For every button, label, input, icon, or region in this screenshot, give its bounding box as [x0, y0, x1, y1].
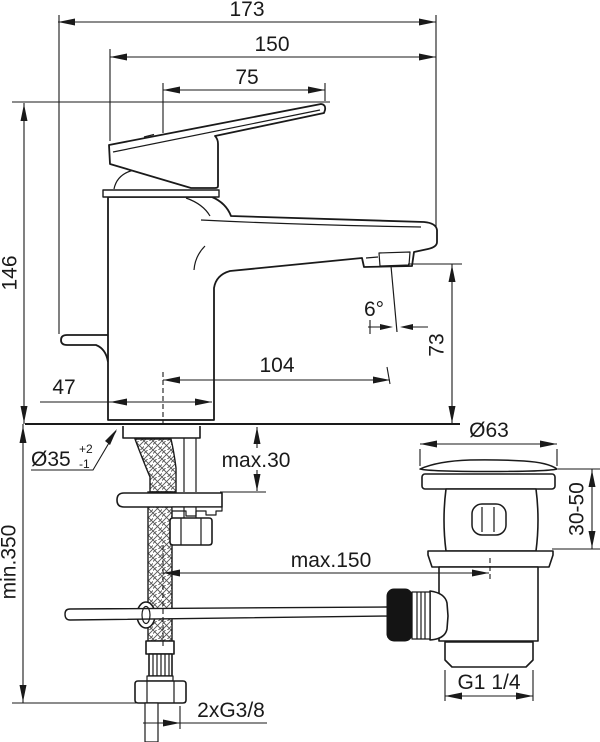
under-deck-group [64, 426, 389, 742]
dim-146: 146 [0, 103, 28, 424]
waste-thread [444, 641, 534, 668]
dim-hole-tol-plus: +2 [79, 442, 93, 456]
handle-lever [108, 103, 327, 189]
dim-73-label: 73 [426, 333, 449, 356]
waste-tailpiece [438, 566, 539, 642]
water-stream-line [390, 265, 398, 333]
dim-min350: min.350 [0, 424, 27, 703]
hose-end-nut [134, 680, 187, 704]
dim-47: 47 [40, 376, 212, 406]
waste-overflow-slots [481, 507, 495, 532]
mounting-shank [122, 426, 201, 439]
dim-3050: 30-50 [566, 469, 596, 549]
linkage-socket [429, 590, 449, 641]
faucet-body-group [60, 103, 438, 421]
stud-lower [183, 507, 197, 518]
dim-g114: G1 1/4 [445, 671, 533, 700]
dim-g114-label: G1 1/4 [457, 671, 520, 694]
supply-hose-upper [133, 438, 177, 493]
mounting-washer [116, 492, 223, 508]
linkage-knob [386, 588, 413, 642]
pop-up-rod [64, 606, 389, 621]
dim-150-label: 150 [254, 33, 289, 56]
mounting-bracket [171, 506, 223, 517]
dim-173-label: 173 [229, 0, 264, 21]
hose-rib-lines [152, 654, 170, 676]
rod-guide-ring-inner [141, 605, 151, 625]
spout-shoulder-arc [185, 197, 211, 217]
ext-lines [12, 15, 600, 729]
fixing-stud [183, 438, 197, 492]
dim-max150: max.150 [163, 549, 489, 577]
waste-overflow-window [471, 503, 507, 536]
rear-hose-tail [60, 334, 109, 363]
hose-end-nut-facets [146, 681, 175, 703]
dim-angle-label: 6° [364, 298, 384, 321]
dim-dia63: Ø63 [420, 419, 557, 448]
body-dome-arc [113, 169, 135, 190]
dim-3050-label: 30-50 [566, 482, 589, 536]
cartridge-collar [102, 189, 220, 198]
dim-104: 104 [163, 354, 390, 384]
pop-up-waste-group [386, 459, 558, 668]
dim-angle: 6° [364, 298, 428, 334]
dim-max30: max.30 [222, 427, 291, 491]
mounting-nut-facets [180, 518, 202, 545]
spout-fillet-arc [193, 245, 206, 271]
mounting-nut [169, 517, 213, 546]
waste-cap [419, 459, 558, 473]
dim-hole-callout: Ø35 +2 -1 [31, 429, 117, 471]
waste-cap-flange [421, 473, 556, 490]
dim-2xg38-label: 2xG3/8 [197, 699, 265, 722]
dim-47-label: 47 [52, 376, 75, 399]
dim-146-label: 146 [0, 255, 22, 290]
dim-hole-tol-minus: -1 [79, 457, 90, 471]
dim-73: 73 [426, 264, 456, 424]
spout-highlight-line [200, 219, 422, 228]
dim-104-label: 104 [259, 354, 294, 377]
aerator [365, 251, 411, 267]
dim-2xg38: 2xG3/8 [143, 699, 267, 727]
handle-top-edge-line [112, 109, 321, 153]
dim-75-label: 75 [235, 66, 258, 89]
dim-173: 173 [58, 0, 436, 26]
linkage-rib-lines [416, 592, 426, 639]
dim-75: 75 [163, 66, 325, 94]
faucet-body-spout-outline [107, 196, 438, 421]
hose-collar [145, 640, 175, 655]
dim-dia63-label: Ø63 [469, 419, 509, 442]
handle-seam-tick [143, 133, 155, 138]
dim-max30-label: max.30 [222, 449, 291, 472]
dim-max150-label: max.150 [291, 549, 372, 572]
dim-min350-label: min.350 [0, 525, 21, 600]
dim-150: 150 [110, 33, 436, 61]
dim-hole-dia-label: Ø35 [31, 448, 71, 471]
